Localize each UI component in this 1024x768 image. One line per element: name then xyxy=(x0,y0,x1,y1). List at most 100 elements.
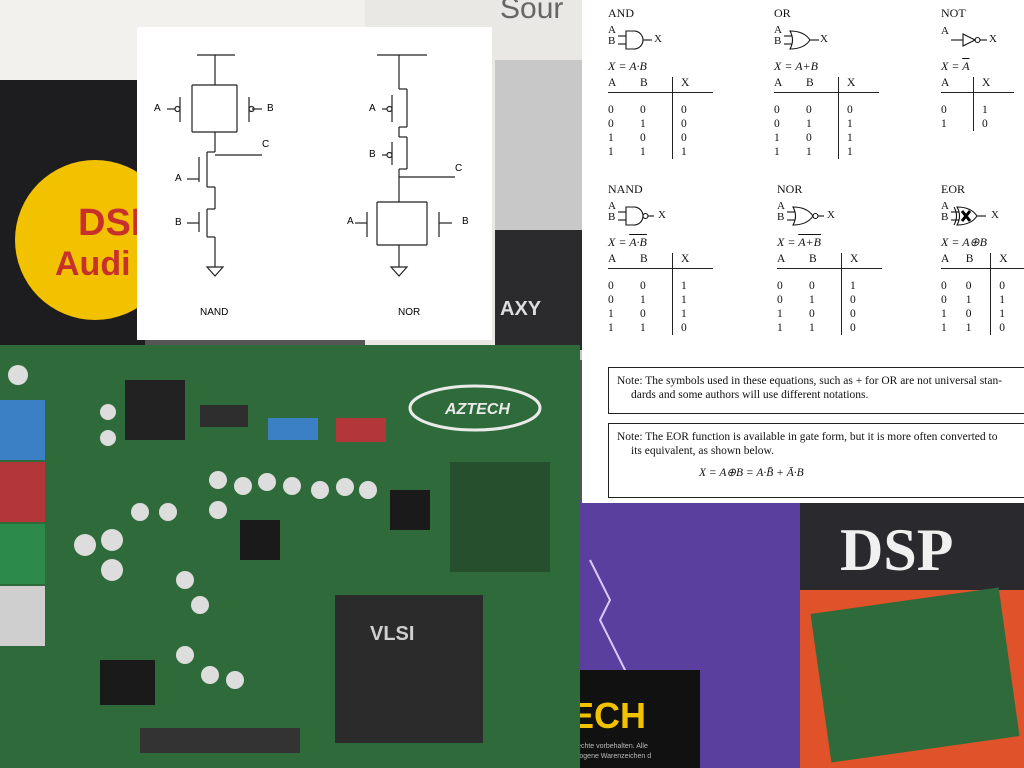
truth-table-cell: 1 xyxy=(640,146,646,158)
equation-lhs: X = xyxy=(608,59,630,73)
gate-input-a-and: A xyxy=(608,24,616,36)
truth-table-header: B xyxy=(806,77,839,93)
truth-table-cell: 0 xyxy=(990,279,1024,293)
equation-lhs: X = xyxy=(608,235,630,249)
or-gate-symbol-icon xyxy=(784,30,819,50)
truth-table-cell: 0 xyxy=(941,104,947,116)
gate-input-b-or: B xyxy=(774,35,782,47)
truth-table-cell: 0 xyxy=(806,104,812,116)
truth-table-header: X xyxy=(838,77,879,93)
note-line: its equivalent, as shown below. xyxy=(631,445,774,457)
nand-gate-symbol-icon xyxy=(618,206,654,226)
truth-table-cell: 1 xyxy=(838,117,879,131)
truth-table-header: X xyxy=(672,77,713,93)
truth-table-cell: 1 xyxy=(990,307,1024,321)
gate-input-b-nor: B xyxy=(777,211,785,223)
note-eor-equivalent: Note: The EOR function is available in g… xyxy=(608,423,1024,498)
truth-table-cell: 1 xyxy=(640,118,646,130)
gate-output-and: X xyxy=(654,33,662,45)
truth-table-cell: 0 xyxy=(672,131,713,145)
truth-table-header: X xyxy=(973,77,1014,93)
equation-lhs: X = xyxy=(941,235,963,249)
small-print-1: Rechte vorbehalten. Alle xyxy=(572,743,648,750)
axy-text: AXY xyxy=(500,298,542,320)
truth-table-cell: 1 xyxy=(965,294,972,306)
truth-table-header: B xyxy=(809,253,842,269)
truth-table-cell: 0 xyxy=(608,294,614,306)
and-gate-symbol-icon xyxy=(618,30,652,50)
nand-label-c: C xyxy=(262,139,270,150)
nand-label-a-bottom: A xyxy=(175,173,182,184)
truth-table-cell: 1 xyxy=(774,146,780,158)
truth-table-cell: 1 xyxy=(774,132,780,144)
sound-text: Sour xyxy=(500,0,563,25)
equation-rhs: A·B xyxy=(629,235,647,249)
truth-table-cell: 0 xyxy=(672,103,713,117)
gate-equation-or: X = A+B xyxy=(774,59,818,74)
small-print-2: ozogene Warenzeichen d xyxy=(572,753,651,760)
truth-table-cell: 0 xyxy=(841,321,882,335)
note-notation: Note: The symbols used in these equation… xyxy=(608,367,1024,414)
truth-table-cell: 0 xyxy=(608,280,614,292)
nor-label-b-bottom: B xyxy=(462,216,469,227)
truth-table-cell: 0 xyxy=(973,117,1014,131)
truth-table-header: A xyxy=(941,77,974,93)
nor-label-a-bottom: A xyxy=(347,216,354,227)
tech-text: ECH xyxy=(570,695,646,736)
dsp-box-text: DSP xyxy=(840,517,953,583)
truth-table-cell: 1 xyxy=(640,322,646,334)
truth-table-spacer xyxy=(608,92,713,103)
aztech-logo: AZTECH xyxy=(444,401,510,418)
gate-input-a-or: A xyxy=(774,24,782,36)
truth-table-spacer xyxy=(774,92,879,103)
vlsi-chip-logo: VLSI xyxy=(370,623,414,645)
nand-label-b-top: B xyxy=(267,103,274,114)
nor-gate-symbol-icon xyxy=(787,206,824,226)
truth-table-cell: 0 xyxy=(841,307,882,321)
truth-table-cell: 0 xyxy=(640,280,646,292)
truth-table-cell: 1 xyxy=(973,103,1014,117)
truth-table-cell: 1 xyxy=(777,308,783,320)
not-gate-symbol-icon xyxy=(951,33,987,47)
gate-equation-not: X = A xyxy=(941,59,970,74)
truth-table-cell: 1 xyxy=(672,307,713,321)
truth-table-cell: 1 xyxy=(990,293,1024,307)
truth-table-cell: 0 xyxy=(672,321,713,335)
truth-table-cell: 1 xyxy=(809,322,815,334)
note-line: Note: The symbols used in these equation… xyxy=(617,375,1003,387)
truth-table-cell: 1 xyxy=(941,322,947,334)
truth-table-cell: 1 xyxy=(809,294,815,306)
truth-table-cell: 1 xyxy=(838,131,879,145)
truth-table-cell: 0 xyxy=(777,294,783,306)
truth-table-cell: 1 xyxy=(672,293,713,307)
gate-equation-nand: X = A·B xyxy=(608,235,647,250)
equation-rhs: A+B xyxy=(798,235,821,249)
truth-table-spacer xyxy=(608,268,713,279)
nand-title: NAND xyxy=(200,307,229,318)
gate-output-nor: X xyxy=(827,209,835,221)
truth-table-cell: 1 xyxy=(941,118,947,130)
gate-title-nand: NAND xyxy=(608,182,643,196)
gate-title-or: OR xyxy=(774,6,791,20)
cmos-schematic-panel: A B C A B NAND A B C A B NOR xyxy=(137,27,492,340)
nor-label-c: C xyxy=(455,163,463,174)
badge-text-audio: Audi xyxy=(55,245,131,283)
equation-rhs: A xyxy=(962,59,970,73)
nor-label-b-top: B xyxy=(369,149,376,160)
truth-table-header: X xyxy=(672,253,713,269)
